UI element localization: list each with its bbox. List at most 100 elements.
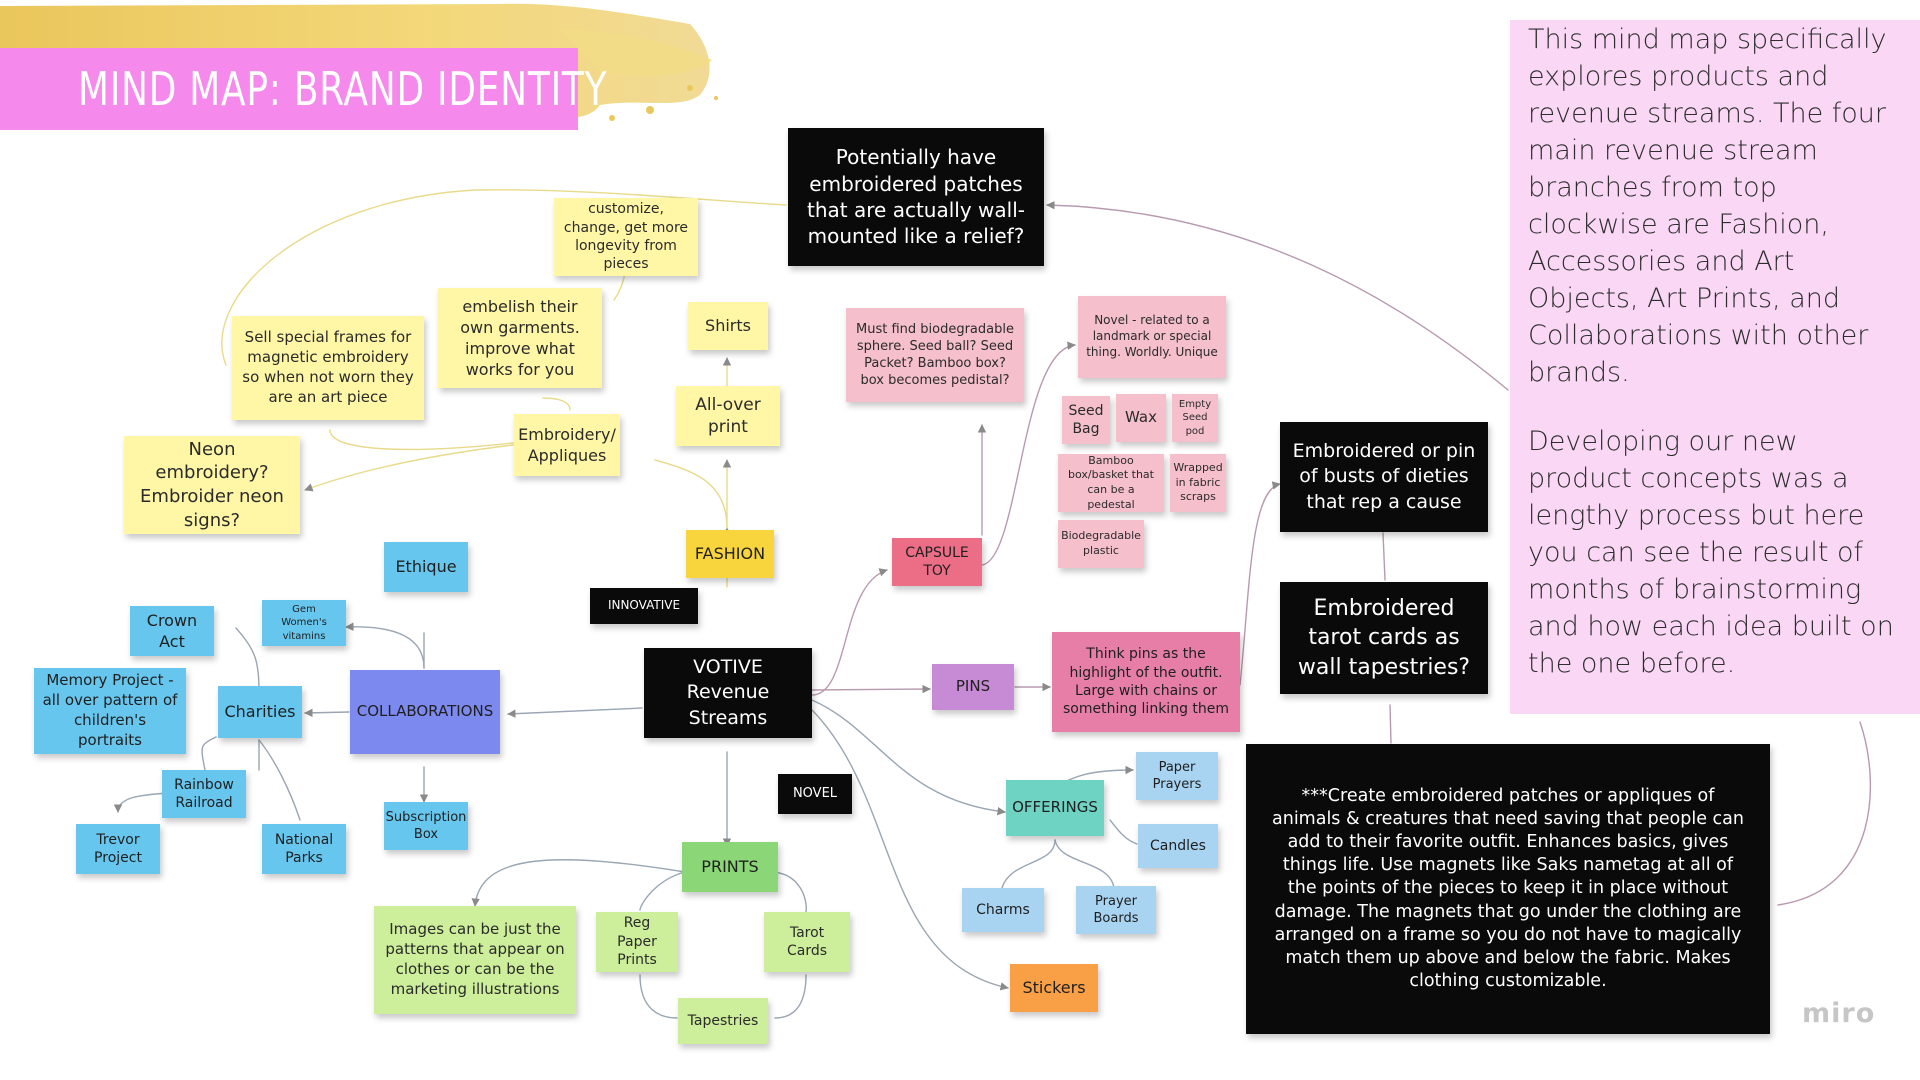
capsule-toy-branch[interactable]: CAPSULE TOY	[892, 538, 982, 586]
center-node[interactable]: VOTIVE Revenue Streams	[644, 648, 812, 738]
note-text: Ethique	[395, 557, 457, 577]
note-text: Paper Prayers	[1152, 759, 1202, 792]
wall-patches-note[interactable]: Potentially have embroidered patches tha…	[788, 128, 1044, 266]
note-text: OFFERINGS	[1012, 798, 1098, 817]
note-text: Subscription Box	[385, 809, 467, 842]
note-text: FASHION	[694, 544, 766, 564]
note-text: Tapestries	[687, 1012, 759, 1029]
reg-paper-prints-note[interactable]: Reg Paper Prints	[596, 912, 678, 972]
tarot-cards-note[interactable]: Tarot Cards	[764, 912, 850, 972]
create-patches-note[interactable]: ***Create embroidered patches or appliqu…	[1246, 744, 1770, 1034]
note-text: Embroidery/ Appliques	[518, 424, 616, 465]
note-text: PRINTS	[701, 857, 759, 877]
note-text: VOTIVE Revenue Streams	[686, 656, 770, 729]
description-paragraph: This mind map specifically explores prod…	[1528, 24, 1887, 388]
wax-note[interactable]: Wax	[1116, 394, 1166, 442]
note-text: Wrapped in fabric scraps	[1173, 461, 1223, 504]
note-text: Rainbow Railroad	[174, 776, 234, 811]
biodegradable-sphere-note[interactable]: Must find biodegradable sphere. Seed bal…	[846, 308, 1024, 402]
crown-act-note[interactable]: Crown Act	[130, 606, 214, 656]
images-patterns-note[interactable]: Images can be just the patterns that app…	[374, 906, 576, 1014]
customize-note[interactable]: customize, change, get more longevity fr…	[554, 198, 698, 276]
subscription-box-note[interactable]: Subscription Box	[384, 802, 468, 850]
note-text: Sell special frames for magnetic embroid…	[242, 328, 414, 406]
embelish-note[interactable]: embelish their own garments. improve wha…	[438, 288, 602, 388]
note-text: ***Create embroidered patches or appliqu…	[1272, 786, 1744, 991]
ethique-note[interactable]: Ethique	[384, 542, 468, 592]
title-banner: MIND MAP: BRAND IDENTITY	[0, 48, 607, 130]
note-text: INNOVATIVE	[607, 598, 681, 613]
note-text: Trevor Project	[94, 831, 142, 866]
tapestries-note[interactable]: Tapestries	[678, 998, 768, 1044]
note-text: Images can be just the patterns that app…	[385, 920, 565, 998]
note-text: Memory Project - all over pattern of chi…	[42, 671, 178, 749]
novel-label[interactable]: NOVEL	[778, 774, 852, 814]
prayer-boards-note[interactable]: Prayer Boards	[1076, 886, 1156, 934]
page-title: MIND MAP: BRAND IDENTITY	[78, 62, 608, 116]
miro-logo: miro	[1802, 998, 1876, 1029]
note-text: Charities	[224, 702, 296, 722]
note-text: COLLABORATIONS	[356, 702, 494, 721]
offerings-branch[interactable]: OFFERINGS	[1006, 780, 1104, 836]
prints-branch[interactable]: PRINTS	[682, 842, 778, 892]
note-text: NOVEL	[792, 786, 838, 802]
seed-bag-note[interactable]: Seed Bag	[1062, 396, 1110, 444]
note-text: Empty Seed pod	[1178, 399, 1212, 437]
candles-note[interactable]: Candles	[1138, 824, 1218, 868]
paper-prayers-note[interactable]: Paper Prayers	[1136, 752, 1218, 800]
note-text: Prayer Boards	[1093, 893, 1139, 926]
note-text: Biodegradable plastic	[1061, 529, 1141, 557]
gem-vitamins-note[interactable]: Gem Women's vitamins	[262, 600, 346, 646]
note-text: Embroidered tarot cards as wall tapestri…	[1297, 596, 1471, 680]
memory-project-note[interactable]: Memory Project - all over pattern of chi…	[34, 668, 186, 754]
empty-seed-pod-note[interactable]: Empty Seed pod	[1172, 394, 1218, 442]
innovative-label[interactable]: INNOVATIVE	[590, 588, 698, 624]
note-text: National Parks	[274, 831, 334, 866]
biodegradable-plastic-note[interactable]: Biodegradable plastic	[1058, 520, 1144, 568]
note-text: Gem Women's vitamins	[281, 604, 327, 642]
note-text: Tarot Cards	[786, 924, 828, 959]
note-text: Shirts	[705, 316, 751, 336]
note-text: embelish their own garments. improve wha…	[460, 296, 580, 380]
pins-highlight-note[interactable]: Think pins as the highlight of the outfi…	[1052, 632, 1240, 732]
wrapped-fabric-note[interactable]: Wrapped in fabric scraps	[1170, 454, 1226, 512]
note-text: customize, change, get more longevity fr…	[563, 201, 689, 273]
note-text: Wax	[1125, 408, 1157, 427]
note-text: Potentially have embroidered patches tha…	[807, 145, 1025, 249]
note-text: Embroidered or pin of busts of dieties t…	[1292, 440, 1476, 513]
national-parks-note[interactable]: National Parks	[262, 824, 346, 874]
rainbow-railroad-note[interactable]: Rainbow Railroad	[162, 770, 246, 818]
special-frames-note[interactable]: Sell special frames for magnetic embroid…	[232, 316, 424, 420]
fashion-branch[interactable]: FASHION	[686, 530, 774, 578]
embroidery-appliques-note[interactable]: Embroidery/ Appliques	[514, 414, 620, 476]
note-text: Charms	[976, 901, 1030, 918]
allover-print-note[interactable]: All-over print	[676, 386, 780, 446]
note-text: Reg Paper Prints	[617, 915, 657, 969]
stickers-note[interactable]: Stickers	[1010, 964, 1098, 1012]
note-text: Think pins as the highlight of the outfi…	[1062, 646, 1230, 718]
note-text: All-over print	[695, 394, 761, 437]
note-text: Bamboo box/basket that can be a pedestal	[1068, 453, 1154, 511]
neon-embroidery-note[interactable]: Neon embroidery? Embroider neon signs?	[124, 436, 300, 534]
busts-dieties-note[interactable]: Embroidered or pin of busts of dieties t…	[1280, 422, 1488, 532]
novel-landmark-note[interactable]: Novel - related to a landmark or special…	[1078, 296, 1226, 378]
pins-branch[interactable]: PINS	[932, 664, 1014, 710]
bamboo-box-note[interactable]: Bamboo box/basket that can be a pedestal	[1058, 454, 1164, 512]
collaborations-branch[interactable]: COLLABORATIONS	[350, 670, 500, 754]
note-text: Candles	[1150, 837, 1206, 854]
note-text: Stickers	[1022, 978, 1086, 998]
charities-note[interactable]: Charities	[218, 686, 302, 738]
note-text: Must find biodegradable sphere. Seed bal…	[856, 321, 1014, 389]
note-text: Novel - related to a landmark or special…	[1086, 313, 1218, 359]
tarot-tapestries-note[interactable]: Embroidered tarot cards as wall tapestri…	[1280, 582, 1488, 694]
note-text: CAPSULE TOY	[905, 544, 969, 579]
trevor-project-note[interactable]: Trevor Project	[76, 824, 160, 874]
note-text: Crown Act	[146, 610, 198, 651]
description-panel: This mind map specifically explores prod…	[1510, 20, 1920, 714]
description-paragraph: Developing our new product concepts was …	[1528, 425, 1894, 679]
charms-note[interactable]: Charms	[962, 888, 1044, 932]
shirts-note[interactable]: Shirts	[688, 302, 768, 350]
note-text: Neon embroidery? Embroider neon signs?	[140, 438, 284, 531]
note-text: Seed Bag	[1068, 402, 1104, 437]
